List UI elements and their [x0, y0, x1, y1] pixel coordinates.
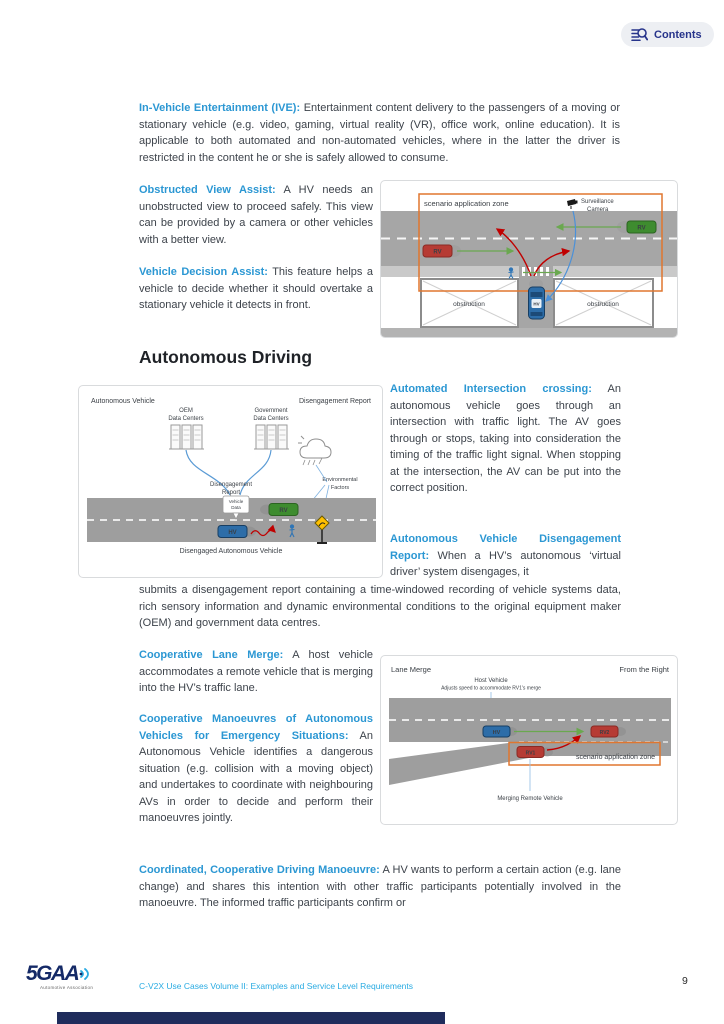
page-number: 9 — [682, 975, 688, 987]
term-disengagement: Autonomous Vehicle Disengagement Report: — [390, 533, 621, 562]
paragraph-vehicle-decision: Vehicle Decision Assist: This feature he… — [139, 264, 373, 314]
paragraph-lane-merge: Cooperative Lane Merge: A host vehicle a… — [139, 647, 373, 697]
obstruction-box-right: obstruction — [553, 278, 654, 328]
paragraph-coop-manoeuvres-text: An Autonomous Vehicle identifies a dange… — [139, 729, 373, 825]
paragraph-intersection-text: An autonomous vehicle goes through an in… — [390, 383, 621, 494]
host-label-1: Host Vehicle — [474, 678, 508, 684]
figure-lane-merge: Lane Merge From the Right Host Vehicle A… — [380, 655, 678, 825]
weather-icon — [298, 435, 332, 466]
host-vehicle: HV — [528, 279, 545, 320]
paragraph-obstructed-view-text: A HV needs an unobstructed view to proce… — [139, 184, 373, 246]
section-heading: Autonomous Driving — [139, 347, 313, 367]
remote-vehicle-2: RV2 — [590, 725, 626, 738]
vehicle-data-label-1: Vehicle — [229, 499, 244, 504]
fig3-caption: Merging Remote Vehicle — [497, 796, 563, 802]
contents-button-label: Contents — [654, 28, 702, 41]
paragraph-ive-text: Entertainment content delivery to the pa… — [139, 102, 621, 164]
paragraph-disengagement: Autonomous Vehicle Disengagement Report:… — [390, 531, 621, 581]
host-vehicle: HV — [217, 525, 256, 538]
gov-label-2: Data Centers — [253, 416, 288, 422]
obstruction-right-label: obstruction — [587, 301, 619, 308]
warning-sign-icon — [314, 515, 330, 544]
paragraph-disengagement-text: When a HV’s autonomous ‘virtual driver’ … — [390, 549, 621, 579]
term-ive: In-Vehicle Entertainment (IVE): — [139, 102, 301, 114]
5gaa-logo-text: 5GAA — [26, 962, 80, 985]
paragraph-ive: In-Vehicle Entertainment (IVE): Entertai… — [139, 100, 620, 166]
paragraph-lane-merge-text: A host vehicle accommodates a remote veh… — [139, 649, 374, 694]
term-lane-merge: Cooperative Lane Merge: — [139, 649, 284, 661]
figure-disengagement: Autonomous Vehicle Disengagement Report … — [78, 385, 383, 578]
rv-right-label: RV — [637, 226, 645, 232]
host-label-2: Adjusts speed to accommodate RV1's merge — [441, 686, 541, 692]
term-intersection: Automated Intersection crossing: — [390, 383, 592, 395]
paragraph-vehicle-decision-text: This feature helps a vehicle to decide w… — [139, 266, 373, 311]
paragraph-disengagement-continued: submits a disengagement report containin… — [139, 584, 621, 629]
camera-label-1: Surveillance — [581, 199, 614, 205]
vehicle-data-callout: Vehicle Data — [222, 495, 250, 520]
paragraph-intersection: Automated Intersection crossing: An auto… — [390, 381, 621, 497]
hv-label: HV — [228, 530, 236, 536]
term-coordinated: Coordinated, Cooperative Driving Manoeuv… — [139, 864, 380, 876]
merge-arrow — [546, 735, 582, 751]
pedestrian-icon — [508, 267, 514, 279]
term-vehicle-decision: Vehicle Decision Assist: — [139, 266, 268, 278]
oem-report-curve — [185, 449, 231, 496]
5gaa-signal-icon — [79, 968, 90, 980]
scenario-zone-label: scenario application zone — [576, 754, 655, 761]
remote-vehicle-left: RV — [422, 244, 461, 258]
fig2-caption: Disengaged Autonomous Vehicle — [180, 548, 283, 555]
rv-label: RV — [279, 508, 287, 514]
env-label-1: Environmental — [322, 477, 357, 483]
host-vehicle: HV — [482, 725, 517, 738]
5gaa-logo-tagline: Automotive Association — [40, 985, 94, 990]
remote-vehicle-1: RV1 — [516, 746, 553, 758]
hv-label: HV — [493, 730, 501, 736]
paragraph-obstructed-view: Obstructed View Assist: A HV needs an un… — [139, 182, 373, 248]
5gaa-logo: 5GAA Automotive Association — [26, 962, 136, 990]
footer-doc-title: C-V2X Use Cases Volume II: Examples and … — [139, 981, 414, 991]
red-path-left — [495, 228, 532, 277]
term-obstructed-view: Obstructed View Assist: — [139, 184, 276, 196]
paragraph-coordinated-text: A HV wants to perform a certain action (… — [139, 864, 622, 909]
rv-left-label: RV — [433, 250, 441, 256]
vehicle-data-label-2: Data — [231, 505, 241, 510]
remote-vehicle-right: RV — [617, 220, 657, 234]
paragraph-coop-manoeuvres: Cooperative Manoeuvres of Autonomous Veh… — [139, 711, 373, 827]
disengage-squiggle — [250, 524, 276, 537]
footer-bar — [57, 1012, 445, 1024]
obstruction-left-label: obstruction — [453, 301, 485, 308]
oem-label-2: Data Centers — [168, 416, 203, 422]
camera-link-line — [545, 210, 577, 302]
oem-server-rack-icon — [169, 424, 204, 450]
fig3-title-left: Lane Merge — [391, 665, 431, 674]
contents-search-icon — [631, 28, 648, 41]
gov-server-rack-icon — [254, 424, 289, 450]
camera-label-2: Camera — [587, 207, 609, 213]
paragraph-coordinated: Coordinated, Cooperative Driving Manoeuv… — [139, 862, 621, 912]
oem-label-1: OEM — [179, 408, 193, 414]
rv1-label: RV1 — [526, 751, 536, 757]
env-label-2: Factors — [331, 485, 350, 491]
term-coop-manoeuvres: Cooperative Manoeuvres of Autonomous Veh… — [139, 713, 373, 742]
fig2-title-right: Disengagement Report — [299, 398, 371, 405]
gov-report-curve — [239, 449, 272, 496]
hv-label: HV — [533, 302, 539, 307]
report-label-2: Report — [222, 490, 240, 496]
fig2-title-left: Autonomous Vehicle — [91, 398, 155, 405]
rv2-label: RV2 — [600, 730, 610, 736]
gov-label-1: Government — [254, 408, 287, 414]
pedestrian-icon — [289, 524, 295, 538]
contents-button[interactable]: Contents — [621, 22, 714, 47]
report-label-1: Disengagement — [210, 482, 252, 488]
scenario-zone-label: scenario application zone — [424, 199, 509, 208]
surveillance-camera-icon — [567, 199, 578, 209]
scenario-zone-outline — [508, 741, 661, 766]
figure-obstructed-view: obstruction obstruction scenario applica… — [380, 180, 678, 338]
remote-vehicle: RV — [260, 503, 299, 516]
fig3-title-right: From the Right — [619, 665, 670, 674]
obstruction-box-left: obstruction — [420, 278, 519, 328]
